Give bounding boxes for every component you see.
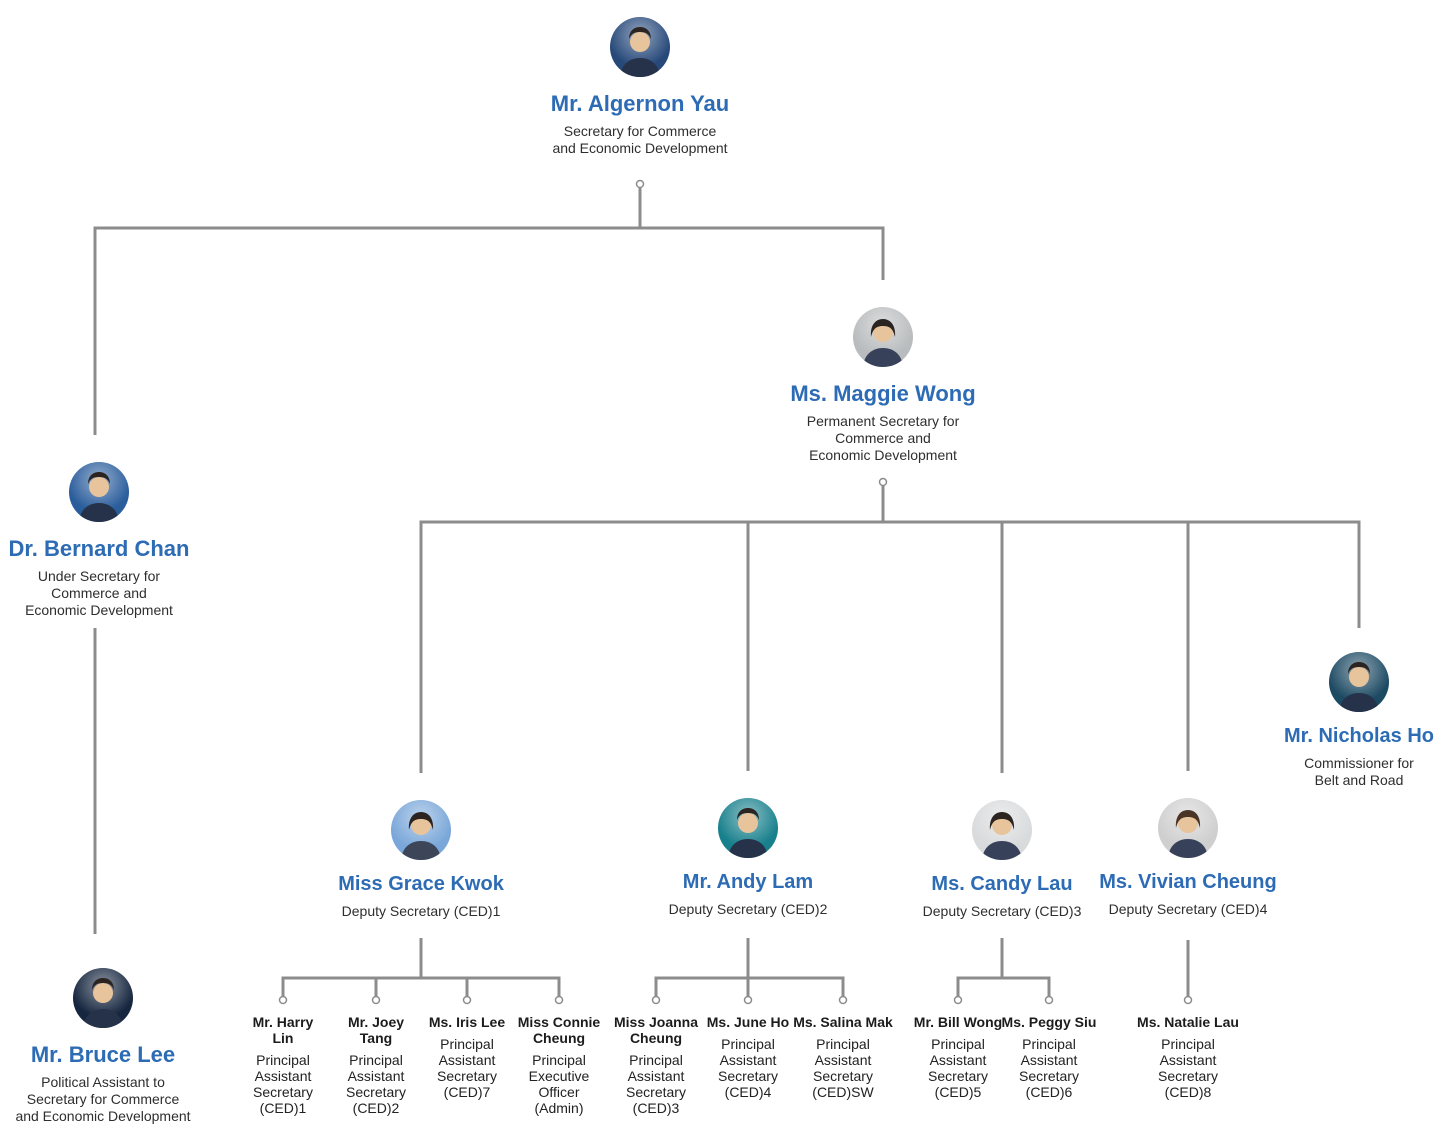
- person-name[interactable]: Ms. June Ho: [706, 1014, 790, 1030]
- person-name[interactable]: Dr. Bernard Chan: [8, 536, 190, 561]
- connector-dot: [635, 179, 645, 189]
- person-title: Principal Executive Officer (Admin): [528, 1052, 590, 1116]
- person-icon: [620, 27, 660, 77]
- person-icon: [83, 978, 123, 1028]
- person-title: Deputy Secretary (CED)4: [1108, 901, 1268, 917]
- person-name[interactable]: Ms. Maggie Wong: [790, 381, 976, 406]
- person-title: Commissioner for Belt and Road: [1304, 755, 1414, 788]
- connector-dots: [278, 179, 1193, 1005]
- person-title: Permanent Secretary for Commerce and Eco…: [806, 413, 960, 464]
- org-node-maggie-wong: Ms. Maggie Wong Permanent Secretary for …: [773, 307, 993, 464]
- person-title: Principal Assistant Secretary (CED)5: [928, 1036, 988, 1100]
- person-title: Principal Assistant Secretary (CED)SW: [812, 1036, 874, 1100]
- person-icon: [863, 319, 903, 367]
- org-node-algernon-yau: Mr. Algernon Yau Secretary for Commerce …: [520, 17, 760, 157]
- avatar[interactable]: [69, 462, 129, 522]
- connector-dot: [554, 995, 564, 1005]
- connector-dot: [462, 995, 472, 1005]
- org-node-vivian-cheung: Ms. Vivian Cheung Deputy Secretary (CED)…: [1078, 798, 1298, 918]
- person-icon: [1339, 662, 1379, 712]
- org-node-andy-lam: Mr. Andy Lam Deputy Secretary (CED)2: [638, 798, 858, 918]
- person-name[interactable]: Mr. Bruce Lee: [30, 1042, 176, 1067]
- person-name[interactable]: Ms. Vivian Cheung: [1099, 871, 1277, 893]
- connector-dot: [953, 995, 963, 1005]
- avatar[interactable]: [718, 798, 778, 858]
- avatar[interactable]: [73, 968, 133, 1028]
- person-name[interactable]: Miss Connie Cheung: [517, 1014, 601, 1046]
- person-icon: [1168, 810, 1208, 858]
- connector-dot: [371, 995, 381, 1005]
- org-node-salina-mak: Ms. Salina Mak Principal Assistant Secre…: [783, 1014, 903, 1100]
- person-name[interactable]: Mr. Joey Tang: [347, 1014, 405, 1046]
- person-name[interactable]: Ms. Peggy Siu: [1001, 1014, 1097, 1030]
- person-icon: [982, 812, 1022, 860]
- person-title: Principal Assistant Secretary (CED)6: [1019, 1036, 1079, 1100]
- person-name[interactable]: Mr. Nicholas Ho: [1283, 725, 1435, 747]
- org-node-natalie-lau: Ms. Natalie Lau Principal Assistant Secr…: [1128, 1014, 1248, 1100]
- person-title: Principal Assistant Secretary (CED)8: [1158, 1036, 1218, 1100]
- person-title: Secretary for Commerce and Economic Deve…: [552, 123, 728, 157]
- person-title: Deputy Secretary (CED)1: [341, 903, 501, 919]
- org-node-grace-kwok: Miss Grace Kwok Deputy Secretary (CED)1: [311, 800, 531, 920]
- org-node-harry-lin: Mr. Harry Lin Principal Assistant Secret…: [223, 1014, 343, 1116]
- person-name[interactable]: Miss Joanna Cheung: [613, 1014, 699, 1046]
- org-node-june-ho: Ms. June Ho Principal Assistant Secretar…: [688, 1014, 808, 1100]
- org-node-bernard-chan: Dr. Bernard Chan Under Secretary for Com…: [0, 462, 204, 619]
- connector-dot: [278, 995, 288, 1005]
- org-node-joanna-cheung: Miss Joanna Cheung Principal Assistant S…: [596, 1014, 716, 1116]
- org-node-iris-lee: Ms. Iris Lee Principal Assistant Secreta…: [407, 1014, 527, 1100]
- org-node-candy-lau: Ms. Candy Lau Deputy Secretary (CED)3: [902, 800, 1102, 920]
- person-name[interactable]: Ms. Natalie Lau: [1137, 1014, 1239, 1030]
- person-title: Political Assistant to Secretary for Com…: [15, 1074, 191, 1125]
- connector-dot: [743, 995, 753, 1005]
- avatar[interactable]: [853, 307, 913, 367]
- avatar[interactable]: [610, 17, 670, 77]
- person-name[interactable]: Ms. Iris Lee: [428, 1014, 506, 1030]
- connector-dot: [651, 995, 661, 1005]
- person-name[interactable]: Mr. Harry Lin: [252, 1014, 314, 1046]
- person-title: Principal Assistant Secretary (CED)2: [346, 1052, 406, 1116]
- avatar[interactable]: [391, 800, 451, 860]
- avatar[interactable]: [1329, 652, 1389, 712]
- person-icon: [728, 808, 768, 858]
- person-name[interactable]: Mr. Andy Lam: [682, 871, 814, 893]
- person-icon: [79, 472, 119, 522]
- person-title: Principal Assistant Secretary (CED)4: [718, 1036, 778, 1100]
- person-name[interactable]: Mr. Algernon Yau: [550, 91, 730, 116]
- org-node-nicholas-ho: Mr. Nicholas Ho Commissioner for Belt an…: [1269, 652, 1449, 789]
- person-icon: [401, 812, 441, 860]
- connector-dot: [878, 477, 888, 487]
- person-title: Principal Assistant Secretary (CED)7: [437, 1036, 497, 1100]
- org-node-connie-cheung: Miss Connie Cheung Principal Executive O…: [499, 1014, 619, 1116]
- person-title: Principal Assistant Secretary (CED)1: [253, 1052, 313, 1116]
- avatar[interactable]: [1158, 798, 1218, 858]
- org-node-bill-wong: Mr. Bill Wong Principal Assistant Secret…: [898, 1014, 1018, 1100]
- org-node-joey-tang: Mr. Joey Tang Principal Assistant Secret…: [316, 1014, 436, 1116]
- person-name[interactable]: Ms. Salina Mak: [793, 1014, 893, 1030]
- connector-dot: [838, 995, 848, 1005]
- connector-dot: [1044, 995, 1054, 1005]
- person-title: Under Secretary for Commerce and Economi…: [25, 568, 173, 619]
- person-title: Deputy Secretary (CED)3: [922, 903, 1082, 919]
- org-node-peggy-siu: Ms. Peggy Siu Principal Assistant Secret…: [989, 1014, 1109, 1100]
- org-node-bruce-lee: Mr. Bruce Lee Political Assistant to Sec…: [0, 968, 218, 1125]
- person-name[interactable]: Miss Grace Kwok: [338, 873, 504, 895]
- connector-lines: [93, 188, 1361, 996]
- connector-dot: [1183, 995, 1193, 1005]
- person-title: Principal Assistant Secretary (CED)3: [626, 1052, 686, 1116]
- avatar[interactable]: [972, 800, 1032, 860]
- person-title: Deputy Secretary (CED)2: [668, 901, 828, 917]
- person-name[interactable]: Mr. Bill Wong: [913, 1014, 1003, 1030]
- person-name[interactable]: Ms. Candy Lau: [931, 873, 1073, 895]
